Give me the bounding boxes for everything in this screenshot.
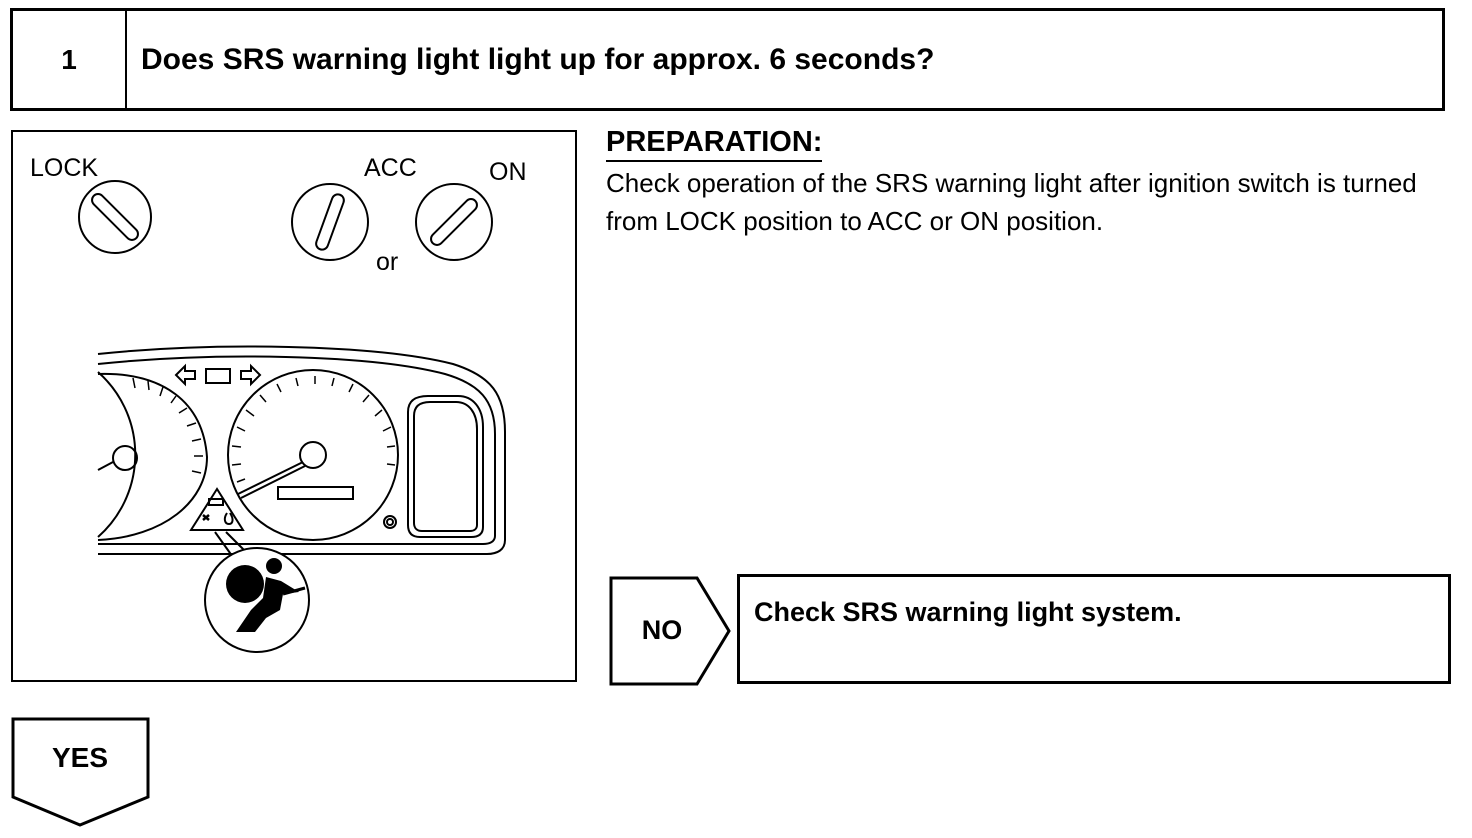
label-lock: LOCK — [30, 154, 99, 182]
no-arrow-shape — [609, 576, 731, 686]
no-branch-label: NO — [641, 614, 683, 645]
yes-arrow-shape — [11, 717, 150, 827]
preparation-section: PREPARATION: Check operation of the SRS … — [606, 126, 1456, 240]
instrument-cluster-icon — [97, 345, 506, 561]
preparation-heading: PREPARATION: — [606, 126, 823, 162]
label-on: ON — [489, 158, 527, 186]
label-acc: ACC — [364, 154, 417, 182]
preparation-text: Check operation of the SRS warning light… — [606, 168, 1417, 236]
step-number: 1 — [13, 11, 127, 108]
step-header: 1 Does SRS warning light light up for ap… — [10, 8, 1445, 111]
step-question: Does SRS warning light light up for appr… — [141, 42, 935, 76]
yes-branch-label: YES — [51, 741, 109, 773]
no-branch-result: Check SRS warning light system. — [737, 574, 1451, 684]
ignition-key-acc-icon — [291, 183, 369, 261]
illustration-drawing — [78, 180, 506, 653]
ignition-key-lock-icon — [78, 180, 152, 254]
ignition-key-on-icon — [415, 183, 493, 261]
label-or: or — [376, 248, 399, 276]
srs-airbag-warning-icon — [204, 547, 310, 653]
illustration-panel: LOCK ACC ON or — [11, 130, 577, 682]
